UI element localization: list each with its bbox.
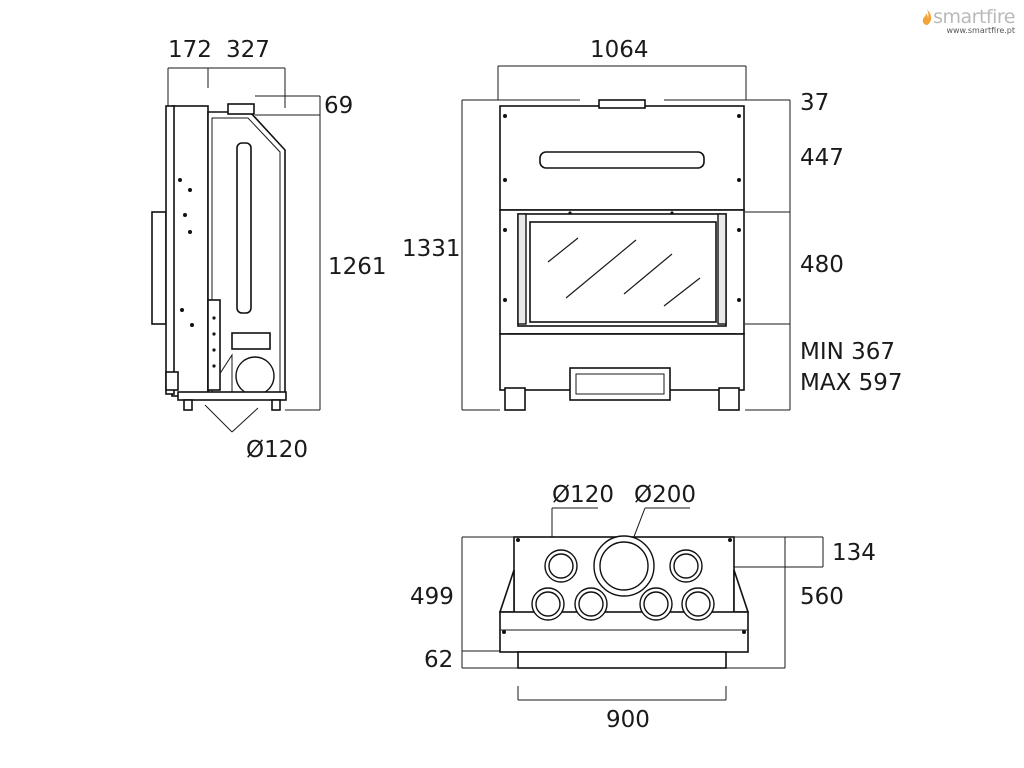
brand-name: smartfire (933, 6, 1015, 28)
side-front-panel (151, 211, 167, 325)
top-dim-pipe-large: Ø200 (634, 482, 696, 508)
side-flue-collar (227, 103, 255, 115)
top-front-frame (499, 611, 749, 653)
front-dim-480: 480 (800, 252, 844, 278)
flame-icon (922, 9, 932, 25)
brand-url: www.smartfire.pt (946, 26, 1015, 35)
top-dim-499: 499 (410, 584, 454, 610)
top-dim-62: 62 (424, 647, 453, 673)
front-view: 1064 1331 37 447 480 MIN 367 MAX 597 (402, 37, 903, 411)
top-dim-134: 134 (832, 540, 876, 566)
front-dimension-lines (461, 65, 791, 411)
top-pipe-outlets (531, 535, 715, 621)
side-dim-172: 172 (168, 37, 212, 63)
front-dim-37: 37 (800, 90, 829, 116)
front-dim-447: 447 (800, 145, 844, 171)
front-dim-1064: 1064 (590, 37, 649, 63)
front-ash-drawer (569, 367, 671, 401)
side-body-frame (171, 105, 209, 397)
side-pipe-outlet (235, 356, 275, 396)
side-control-box (231, 332, 271, 350)
side-dim-69: 69 (324, 93, 353, 119)
side-dim-pipe: Ø120 (246, 437, 308, 463)
side-dim-327: 327 (226, 37, 270, 63)
front-glass-reflections (547, 237, 701, 307)
side-dim-1261: 1261 (328, 254, 387, 280)
top-dim-900: 900 (606, 707, 650, 733)
side-front-strip (165, 105, 175, 395)
side-foot-right (271, 399, 281, 411)
front-foot-left (504, 387, 526, 411)
top-dim-560: 560 (800, 584, 844, 610)
side-foot-left (183, 399, 193, 411)
side-base (177, 391, 287, 401)
top-front-trim (517, 651, 727, 669)
front-hood-slot (539, 151, 705, 169)
side-dimension-lines (167, 67, 321, 433)
front-dim-1331: 1331 (402, 236, 461, 262)
front-dim-min: MIN 367 (800, 339, 895, 365)
front-dim-max: MAX 597 (800, 370, 903, 396)
side-bolts (178, 178, 216, 368)
smartfire-logo: smartfire www.smartfire.pt (903, 6, 1015, 35)
top-view: Ø120 Ø200 134 499 560 62 900 (410, 482, 876, 733)
front-bolts (503, 114, 741, 302)
front-glass (529, 221, 717, 323)
top-bolts (502, 538, 746, 634)
front-flue-collar (598, 99, 646, 109)
top-dim-pipe-small: Ø120 (552, 482, 614, 508)
side-window (236, 142, 252, 314)
side-vertical-rail (207, 299, 221, 391)
front-foot-right (718, 387, 740, 411)
side-view: 172 327 69 1261 Ø120 (151, 37, 387, 463)
